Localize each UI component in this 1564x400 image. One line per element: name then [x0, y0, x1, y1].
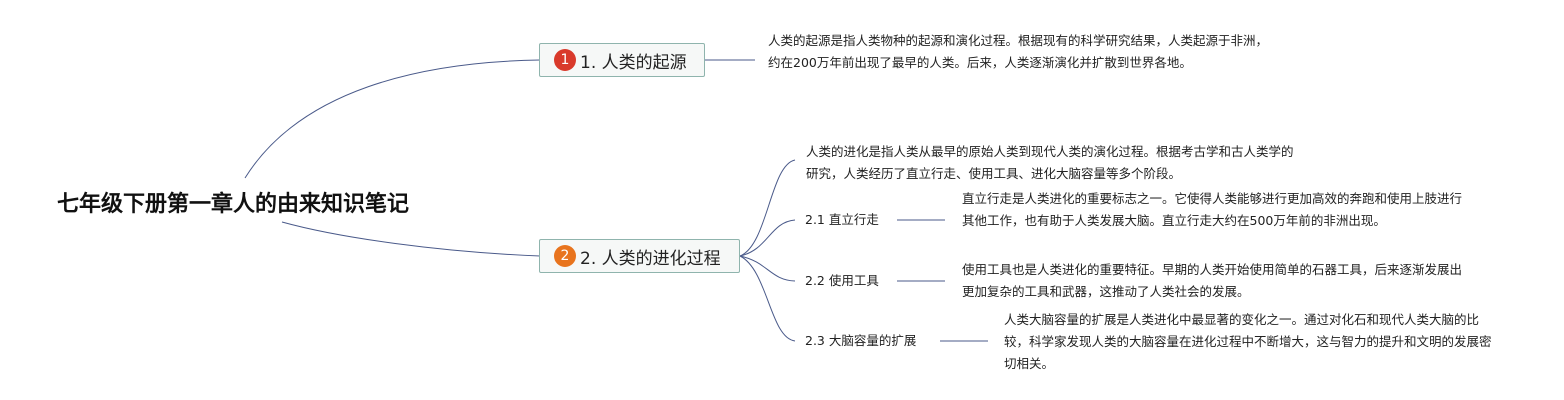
root-topic[interactable]: 七年级下册第一章人的由来知识笔记 — [28, 183, 438, 221]
note-brain-expansion: 人类大脑容量的扩展是人类进化中最显著的变化之一。通过对化石和现代人类大脑的比较，… — [1004, 312, 1492, 371]
link-root-topic2 — [281, 221, 541, 257]
subtopic-bipedalism[interactable]: 2.1 直立行走 — [805, 212, 879, 227]
note-tool-use: 使用工具也是人类进化的重要特征。早期的人类开始使用简单的石器工具，后来逐渐发展出… — [962, 262, 1463, 299]
link-topic2-sub2 — [739, 255, 796, 282]
number-badge: 2 — [554, 245, 576, 267]
topic-label: 2. 人类的进化过程 — [580, 248, 721, 269]
topic-evolution[interactable]: 2 2. 人类的进化过程 — [539, 239, 740, 273]
note-origin: 人类的起源是指人类物种的起源和演化过程。根据现有的科学研究结果，人类起源于非洲，… — [768, 33, 1269, 70]
link-topic2-note — [739, 159, 796, 257]
topic-label: 1. 人类的起源 — [580, 52, 687, 73]
subtopic-brain-expansion[interactable]: 2.3 大脑容量的扩展 — [805, 333, 917, 348]
root-title: 七年级下册第一章人的由来知识笔记 — [56, 192, 409, 217]
topic-origin[interactable]: 1 1. 人类的起源 — [539, 43, 705, 77]
link-root-topic1 — [244, 59, 541, 179]
note-evolution: 人类的进化是指人类从最早的原始人类到现代人类的演化过程。根据考古学和古人类学的研… — [806, 144, 1294, 181]
subtopic-tool-use[interactable]: 2.2 使用工具 — [805, 273, 879, 288]
number-badge: 1 — [554, 49, 576, 71]
link-topic2-sub3 — [739, 255, 796, 342]
note-bipedalism: 直立行走是人类进化的重要标志之一。它使得人类能够进行更加高效的奔跑和使用上肢进行… — [962, 191, 1463, 228]
link-topic2-sub1 — [739, 219, 796, 257]
